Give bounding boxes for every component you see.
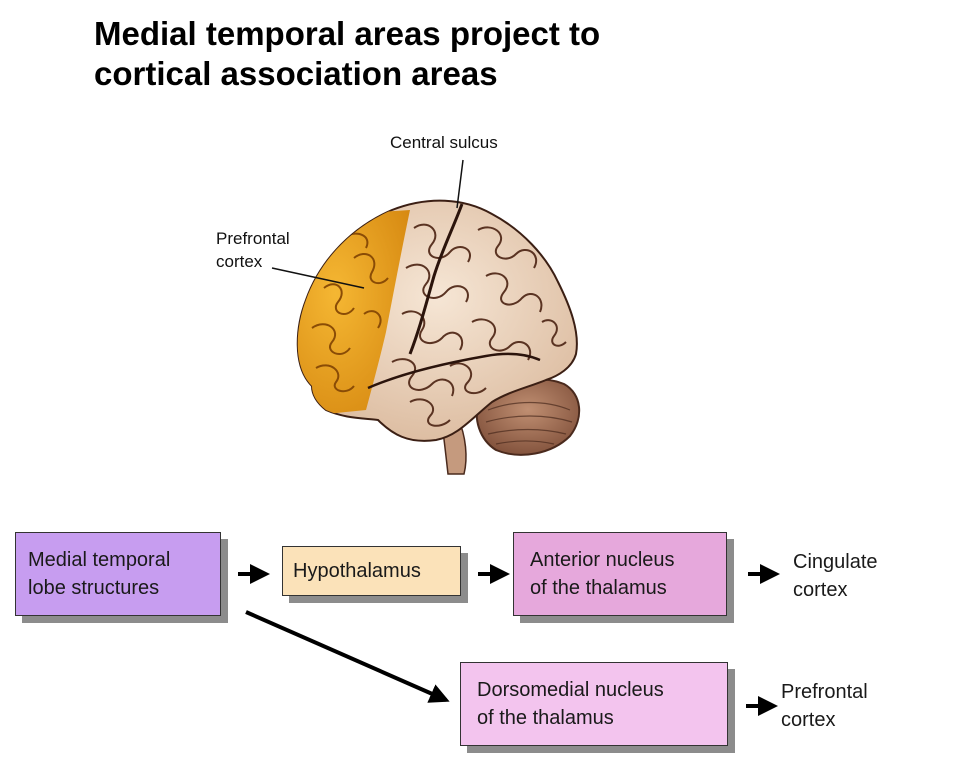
anterior-nucleus-box: Anterior nucleus of the thalamus: [513, 532, 727, 616]
prefrontal-cortex-line-2: cortex: [781, 709, 836, 731]
cingulate-cortex-label: Cingulate cortex: [793, 548, 878, 604]
dorsomedial-nucleus-line-2: of the thalamus: [477, 707, 614, 729]
hypothalamus-label: Hypothalamus: [293, 560, 421, 582]
cingulate-line-1: Cingulate: [793, 551, 878, 573]
medial-temporal-line-1: Medial temporal: [28, 549, 171, 571]
prefrontal-label-line-1: Prefrontal: [216, 229, 290, 248]
lateral-fissure-line: [367, 352, 541, 390]
dorsomedial-nucleus-line-1: Dorsomedial nucleus: [477, 679, 664, 701]
prefrontal-cortex-line-1: Prefrontal: [781, 681, 868, 703]
prefrontal-cortex-label: Prefrontal cortex: [781, 678, 868, 734]
anterior-nucleus-line-1: Anterior nucleus: [530, 549, 675, 571]
brain-illustration: Central sulcus Prefrontal cortex: [196, 118, 636, 488]
medial-temporal-line-2: lobe structures: [28, 577, 160, 599]
prefrontal-leader: [271, 267, 365, 289]
title-line-1: Medial temporal areas project to: [94, 15, 601, 52]
page-title: Medial temporal areas project to cortica…: [94, 14, 894, 94]
brain-drawing: [271, 159, 581, 475]
medial-temporal-box: Medial temporal lobe structures: [15, 532, 221, 616]
prefrontal-label-line-2: cortex: [216, 252, 263, 271]
central-sulcus-label: Central sulcus: [390, 133, 498, 152]
central-sulcus-leader: [456, 159, 464, 209]
arrow-medial-to-dorsomedial: [245, 610, 450, 703]
anterior-nucleus-line-2: of the thalamus: [530, 577, 667, 599]
hypothalamus-box: Hypothalamus: [282, 546, 461, 596]
central-sulcus-line: [408, 203, 464, 355]
cingulate-line-2: cortex: [793, 579, 848, 601]
title-line-2: cortical association areas: [94, 55, 498, 92]
dorsomedial-nucleus-box: Dorsomedial nucleus of the thalamus: [460, 662, 728, 746]
